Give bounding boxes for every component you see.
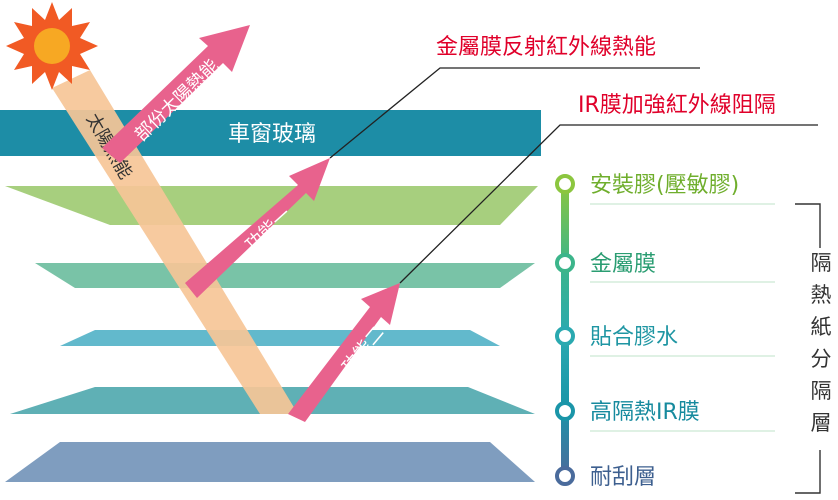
- callout-metal-text: 金屬膜反射紅外線熱能: [436, 35, 656, 60]
- adhesive-layer-plate: [60, 330, 500, 346]
- callout-ir-text: IR膜加強紅外線阻隔: [578, 93, 776, 118]
- bracket-char-1: 隔: [811, 251, 832, 275]
- legend-item-ir-film: 高隔熱IR膜: [555, 400, 775, 432]
- function-two-arrow: [288, 283, 400, 422]
- scratch-resistant-layer-plate: [5, 442, 535, 482]
- callout-ir-leader: [399, 124, 818, 284]
- layer-label-metal-film: 金屬膜: [590, 252, 656, 277]
- bracket-char-6: 層: [811, 411, 832, 435]
- partial-heat-arrow: [102, 25, 250, 163]
- layer-label-adhesive: 貼合膠水: [590, 325, 678, 350]
- bracket-char-5: 隔: [811, 379, 832, 403]
- sun-icon: [6, 2, 98, 90]
- layer-label-mounting-adhesive: 安裝膠(壓敏膠): [590, 173, 739, 198]
- layer-label-scratch-resistant: 耐刮層: [590, 465, 656, 490]
- function-one-arrow: [185, 158, 330, 298]
- legend-item-mounting-adhesive: 安裝膠(壓敏膠): [555, 173, 775, 205]
- legend-item-scratch-resistant: 耐刮層: [555, 465, 656, 490]
- bracket-char-3: 紙: [811, 315, 832, 339]
- legend-item-metal-film: 金屬膜: [555, 252, 775, 283]
- layer-label-ir-film: 高隔熱IR膜: [590, 400, 700, 425]
- bracket-char-2: 熱: [811, 283, 832, 307]
- bracket-label: 隔 熱 紙 分 隔 層: [807, 248, 835, 450]
- glass-label: 車窗玻璃: [228, 122, 316, 147]
- bracket-char-4: 分: [811, 347, 832, 371]
- callout-metal-leader: [329, 67, 700, 159]
- legend-item-adhesive: 貼合膠水: [555, 325, 775, 357]
- metal-film-layer-plate: [35, 263, 535, 288]
